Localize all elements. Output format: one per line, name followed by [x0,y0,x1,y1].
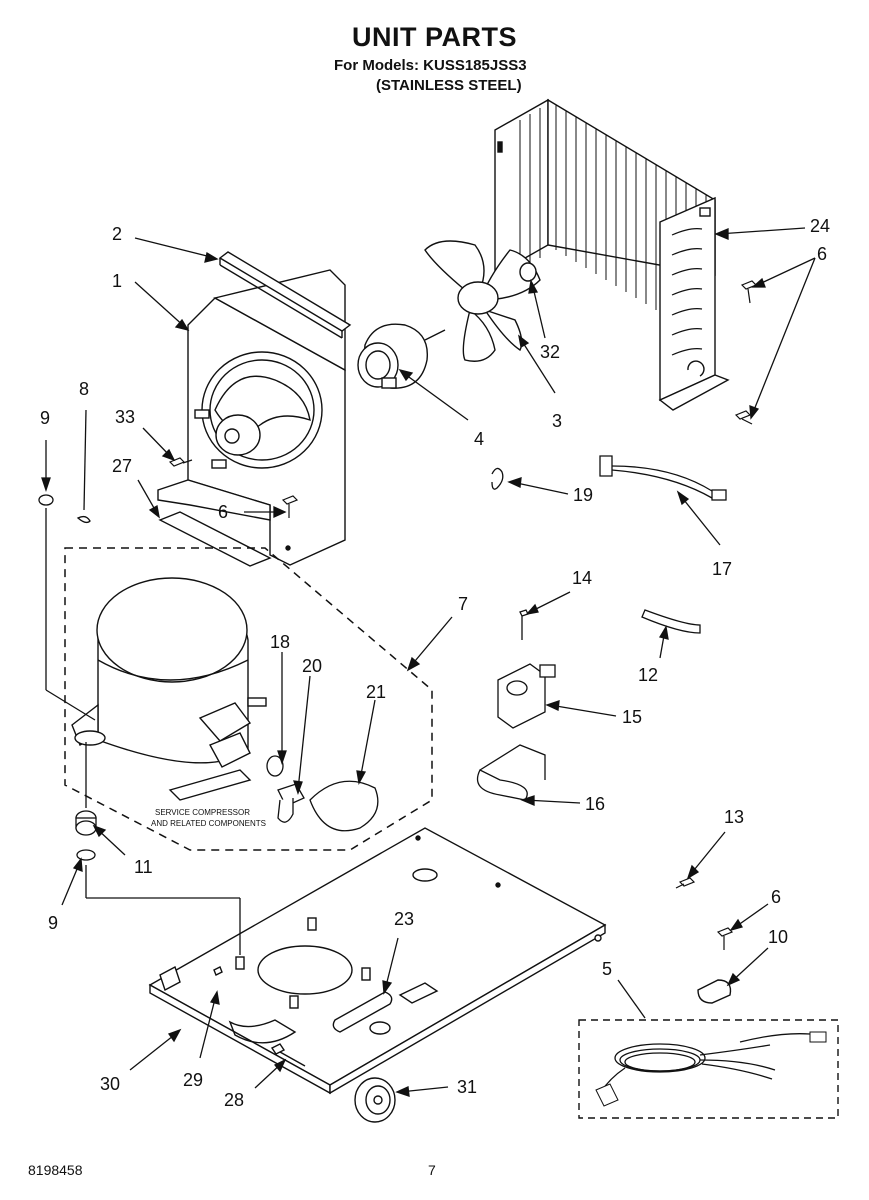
callout-18: 18 [270,632,290,652]
mounting-plate [158,511,272,567]
callout-12: 12 [638,665,658,685]
finish-line: (STAINLESS STEEL) [376,77,522,94]
callout-labels: 1 2 3 4 5 6 6 6 7 8 9 9 10 11 12 13 14 1… [40,216,830,1110]
callout-15: 15 [622,707,642,727]
fan-shroud-bracket [157,269,346,566]
leader-lines [41,227,816,1097]
callout-20: 20 [302,656,322,676]
callout-17: 17 [712,559,732,579]
relay-overload-parts [266,755,379,832]
callout-32: 32 [540,342,560,362]
callout-6-condenser: 6 [817,244,827,264]
clamp [697,979,732,1004]
valve-and-wiring [476,455,727,801]
callout-3: 3 [552,411,562,431]
callout-30: 30 [100,1074,120,1094]
callout-9-top: 9 [40,408,50,428]
base-pan [148,827,607,1095]
callout-16: 16 [585,794,605,814]
callout-27: 27 [112,456,132,476]
condenser [494,98,730,411]
callout-5: 5 [602,959,612,979]
page-number: 7 [428,1162,436,1178]
doc-number: 8198458 [28,1162,83,1178]
callout-9-bottom: 9 [48,913,58,933]
callout-1: 1 [112,271,122,291]
fan-motor [357,323,446,389]
callout-4: 4 [474,429,484,449]
callout-13: 13 [724,807,744,827]
callout-14: 14 [572,568,592,588]
callout-19: 19 [573,485,593,505]
callout-2: 2 [112,224,122,244]
screws [168,280,758,950]
callout-7: 7 [458,594,468,614]
callout-29: 29 [183,1070,203,1090]
washer-32 [519,262,537,282]
callout-6-bracket: 6 [218,502,228,522]
callout-8: 8 [79,379,89,399]
models-line: For Models: KUSS185JSS3 [334,57,527,74]
callout-10: 10 [768,927,788,947]
power-cord-group [578,1019,839,1119]
compressor [71,577,267,801]
callout-6-clamp: 6 [771,887,781,907]
callout-28: 28 [224,1090,244,1110]
callout-11: 11 [134,857,153,877]
grommets-and-clips [38,494,97,861]
page-title: UNIT PARTS [352,22,517,52]
compressor-note-line1: SERVICE COMPRESSOR [155,808,250,817]
callout-24: 24 [810,216,830,236]
callout-31: 31 [457,1077,477,1097]
fan-blade [424,240,541,362]
compressor-note-line2: AND RELATED COMPONENTS [151,819,266,828]
callout-21: 21 [366,682,386,702]
gasket-strip [218,251,352,339]
callout-23: 23 [394,909,414,929]
caster-wheel [354,1077,396,1123]
callout-33: 33 [115,407,135,427]
